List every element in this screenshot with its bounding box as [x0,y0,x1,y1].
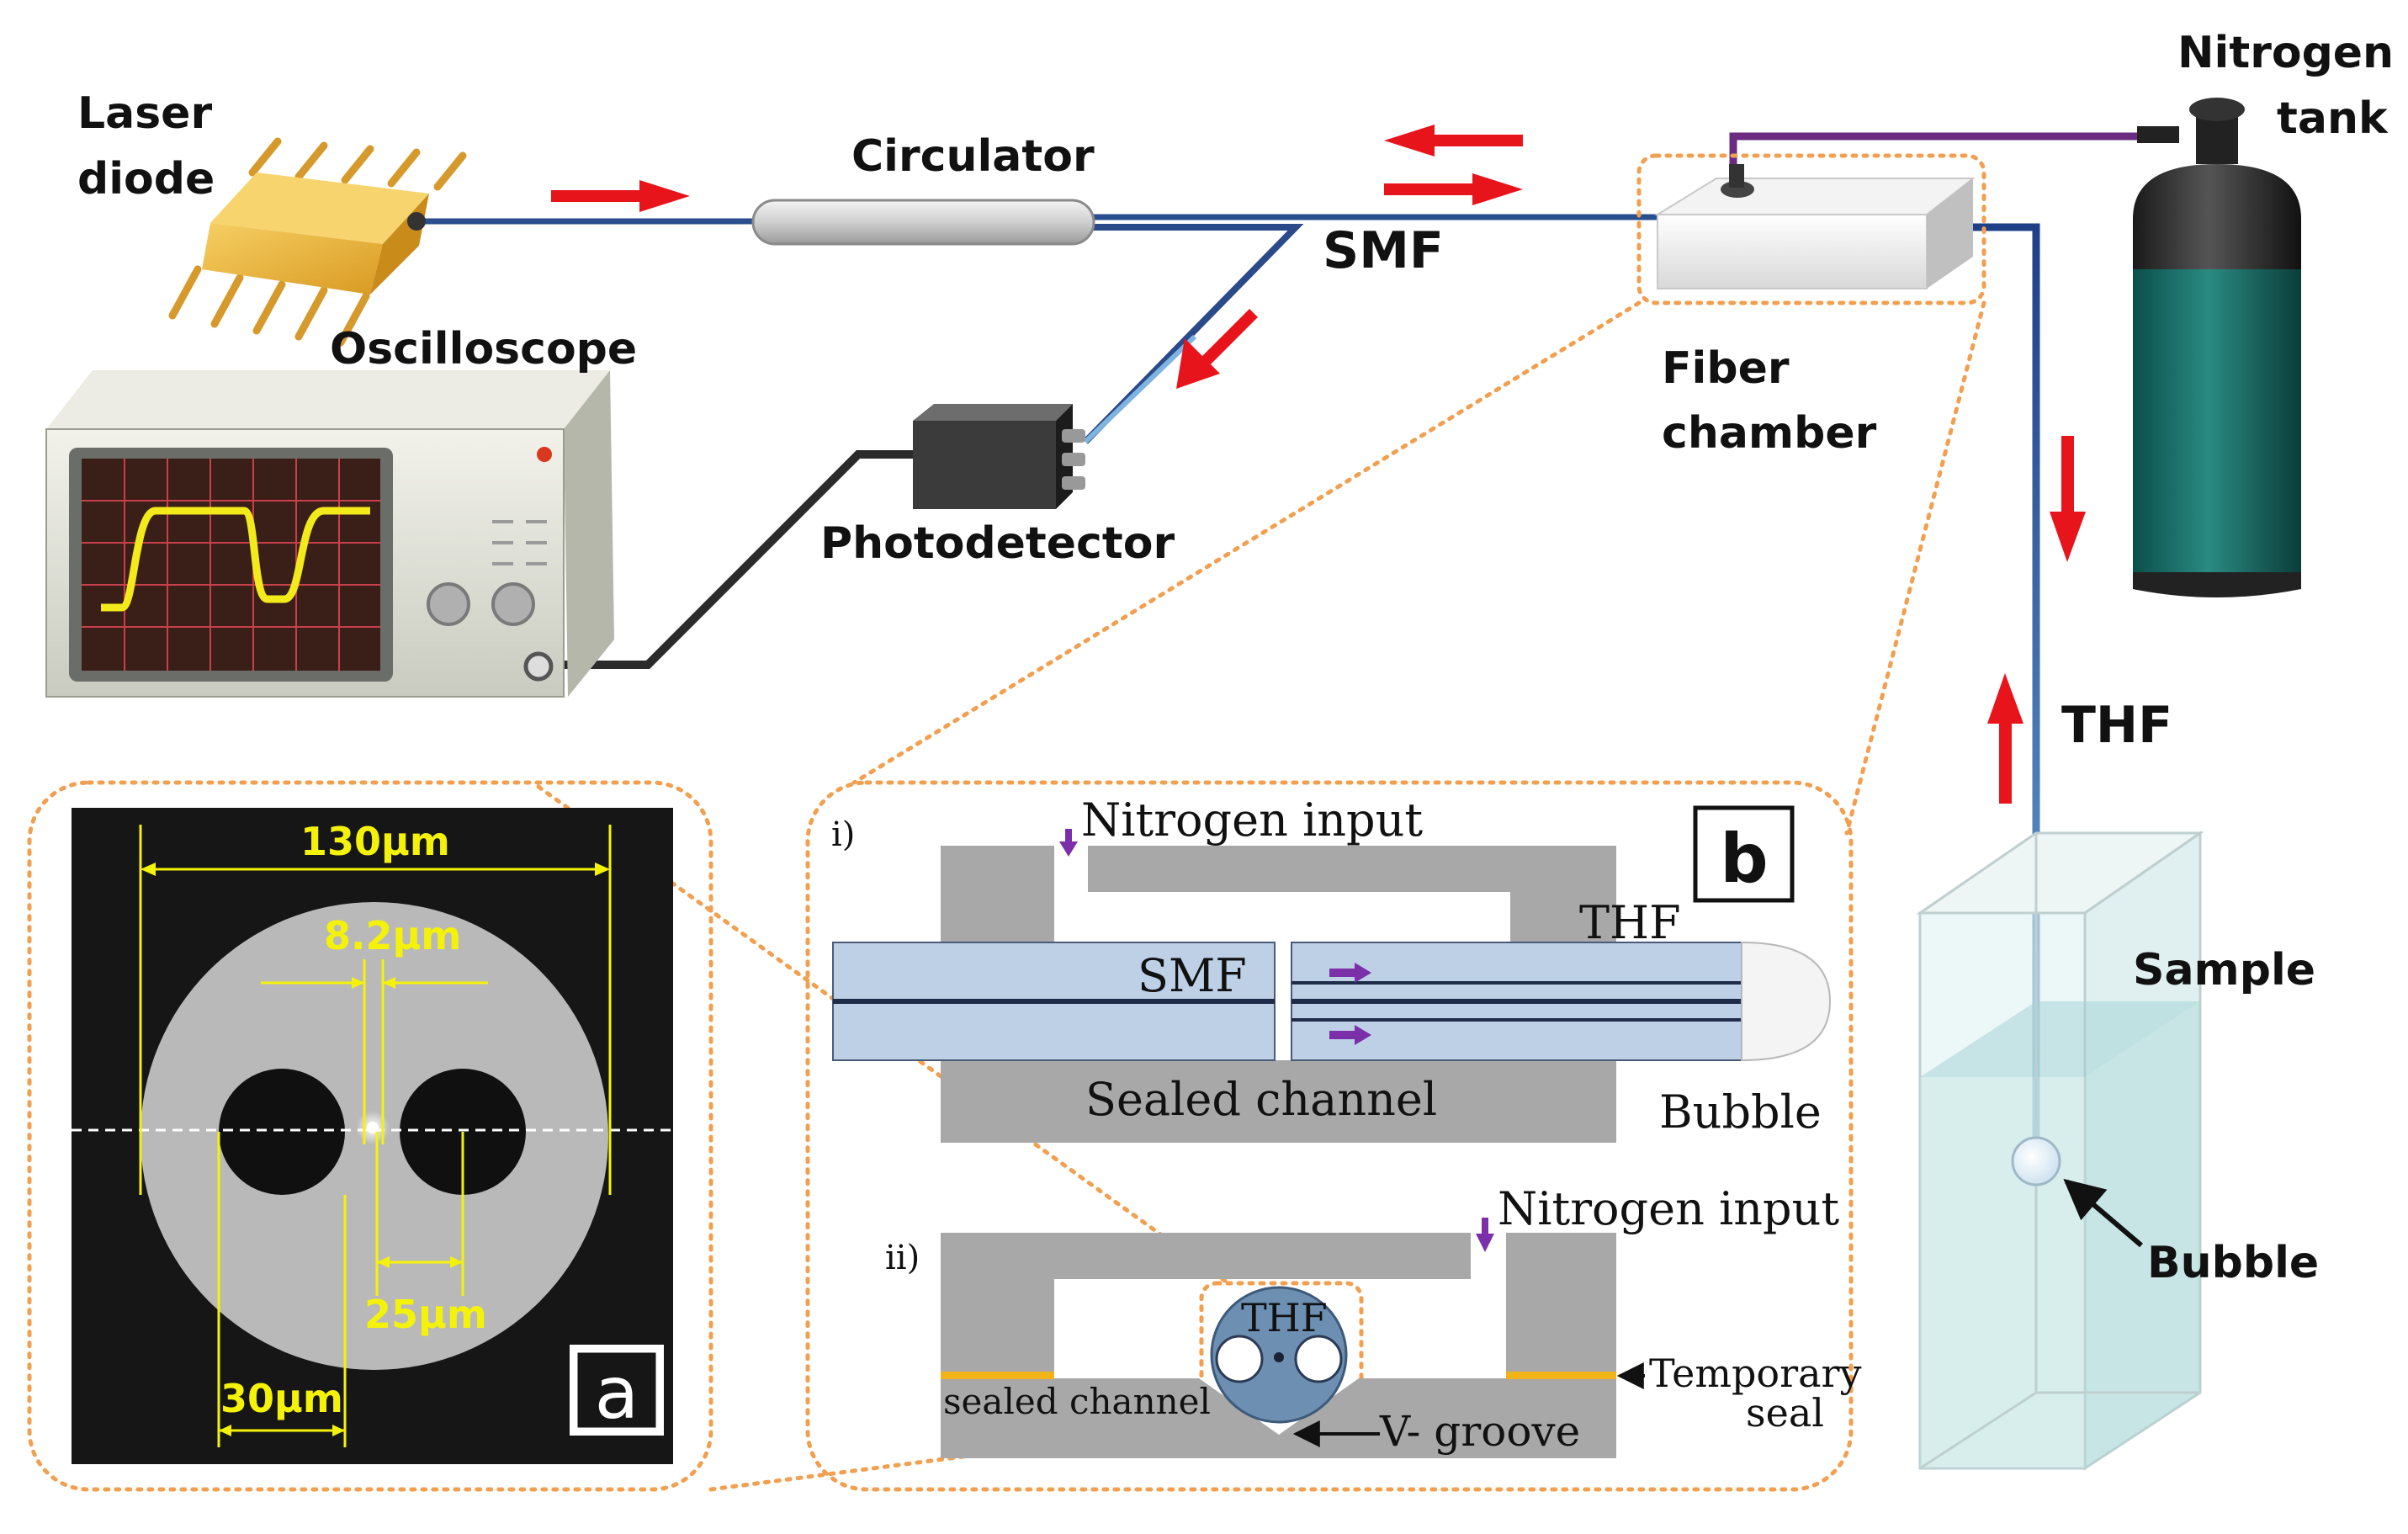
nitrogen-tank-icon [2133,98,2301,597]
arrow-right-chamber [1384,173,1523,205]
label-sample: Sample [2133,945,2315,995]
label-fiber-1: Fiber [1662,343,1790,394]
arrow-right-1 [551,180,690,212]
signal-arrows [551,125,2086,804]
b-temporary-2: seal [1746,1390,1824,1436]
b-nitrogen-input-2: Nitrogen input [1498,1182,1839,1235]
oscilloscope-icon [45,370,614,698]
panel-b-sub-i: i) [831,815,855,854]
label-nitrogen-2: tank [2277,93,2389,144]
b-bubble: Bubble [1659,1085,1822,1139]
label-smf: SMF [1323,221,1444,280]
label-photodetector: Photodetector [820,518,1175,569]
arrow-left-chamber [1384,125,1523,157]
label-laser-2: diode [77,154,215,204]
photodetector-icon [913,404,1085,509]
arrow-up-thf [1987,673,2023,804]
arrow-down-thf [2050,436,2086,562]
label-nitrogen-1: Nitrogen [2177,28,2394,78]
b-v-groove: V- groove [1379,1407,1580,1456]
fiber-chamber-icon [1654,164,1976,289]
text-labels: Laser diode Circulator SMF Oscilloscope … [77,28,2394,1456]
b-sealed-channel-lower: sealed channel [943,1381,1211,1422]
label-bubble: Bubble [2147,1238,2319,1288]
arrow-down-photodetector [1176,309,1258,389]
b-nitrogen-input-1: Nitrogen input [1081,794,1423,847]
panel-b-sub-ii: ii) [885,1239,920,1277]
label-oscilloscope: Oscilloscope [330,324,637,374]
laser-diode-icon [168,137,467,347]
label-laser-1: Laser [77,88,212,139]
panel-a-tag: a [595,1351,639,1436]
panel-b-schematic [832,805,1832,1458]
circulator-icon [751,199,1095,246]
panel-b-tag: b [1720,820,1768,898]
sample-box [1916,831,2204,1471]
b-thf-2: THF [1241,1295,1328,1340]
dim-25: 25µm [364,1292,487,1337]
b-sealed-channel: Sealed channel [1085,1073,1437,1126]
b-smf: SMF [1138,949,1247,1002]
label-fiber-2: chamber [1662,408,1877,459]
dim-8-2: 8.2µm [324,913,461,958]
b-thf-1: THF [1579,896,1681,949]
panel-a-cross-section [72,808,673,1464]
label-thf: THF [2061,696,2172,755]
dim-130: 130µm [300,819,450,864]
label-circulator: Circulator [851,131,1095,182]
b-temporary-1: Temporary [1649,1351,1861,1396]
dim-30: 30µm [220,1376,343,1421]
